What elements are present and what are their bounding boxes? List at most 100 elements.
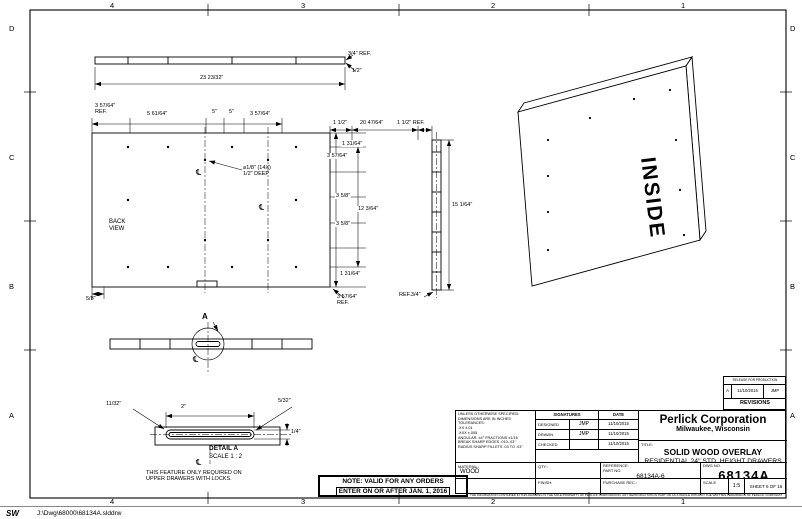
revision-rev: A [724, 385, 732, 399]
dim-side-thickness-ref: REF.3/4" [399, 292, 421, 298]
status-bar: SW J:\Dwg\68000\68134A.slddrw [0, 506, 802, 519]
qty-cell: QTY.: [536, 463, 601, 479]
zone-right-b: B [790, 282, 796, 291]
title-cell: TITLE: SOLID WOOD OVERLAY RESIDENTIAL 24… [639, 441, 787, 463]
dim-back-bl: 5/8" [86, 296, 96, 302]
designed-date: 11/10/2015 [599, 420, 639, 430]
dwg-no-value: 68134A [718, 468, 770, 479]
material-label: MATERIAL: [458, 464, 479, 469]
zone-bottom-2: 2 [491, 497, 496, 506]
drawing-title-line2: RESIDENTIAL 24" STD. HEIGHT DRAWERS [644, 458, 782, 463]
zone-top-2: 2 [491, 1, 496, 10]
zone-bottom-4: 4 [110, 497, 115, 506]
purchase-cell: PURCHASE REC.: [601, 479, 701, 495]
centerline-symbol: ℄ [259, 203, 265, 212]
finish-label: FINISH: [538, 480, 553, 485]
dim-back-r-4: 12 3/64" [357, 206, 380, 213]
zone-bottom-3: 3 [301, 497, 306, 506]
company-cell: Perlick Corporation Milwaukee, Wisconsin [639, 411, 787, 441]
dim-back-r-1: 1 31/64" [341, 141, 364, 148]
dim-back-top-1: 5 61/64" [147, 111, 168, 117]
zone-top-1: 1 [681, 1, 686, 10]
reference-cell: REFERENCE: PART NO. 68134A-6 [601, 463, 701, 479]
iso-view-holes [546, 88, 686, 252]
dim-edge-width: 23 23/32" [200, 75, 224, 81]
file-path: J:\Dwg\68000\68134A.slddrw [36, 510, 122, 517]
back-view-holes [126, 145, 298, 269]
scale-label: SCALE [703, 480, 717, 485]
checked-name [570, 440, 599, 450]
drawn-date: 11/10/2015 [599, 430, 639, 440]
scale-value: 1:5 [729, 479, 745, 495]
dim-back-top-2: 5" [212, 109, 218, 115]
dim-back-ur-1: 1 1/2" [333, 120, 348, 126]
dim-back-ref-left: 3 57/64" REF. [95, 103, 116, 116]
designed-name: JMP [570, 420, 599, 430]
material-value: WOOD [460, 469, 480, 475]
company-city: Milwaukee, Wisconsin [676, 426, 750, 433]
drawn-name: JMP [570, 430, 599, 440]
dim-back-r-3: 3 5/8" [335, 193, 352, 200]
zone-left-a: A [9, 411, 15, 420]
detail-title: DETAIL A [209, 445, 239, 452]
revision-by: JMP [764, 385, 786, 399]
reference-label: REFERENCE: [603, 463, 629, 468]
dim-back-top-4: 3 57/64" [250, 111, 271, 117]
back-view [91, 132, 331, 288]
dim-detail-1: 11/32" [106, 401, 122, 407]
scale-label-cell: SCALE [701, 479, 729, 495]
proprietary-note: THE INFORMATION CONTAINED IN THIS DRAWIN… [470, 493, 782, 497]
revision-date: 11/10/2015 [732, 385, 764, 399]
drawn-label: DRAWN [536, 430, 570, 440]
checked-label: CHECKED [536, 440, 570, 450]
date-header: DATE [599, 411, 639, 420]
zone-right-d: D [790, 24, 796, 33]
centerline-symbol: ℄ [196, 168, 202, 177]
order-note-box: NOTE: VALID FOR ANY ORDERS ENTER ON OR A… [318, 475, 468, 498]
detail-source-view [109, 338, 313, 350]
dwg-no-cell: DWG NO. 68134A [701, 463, 787, 479]
drawing-title-line1: SOLID WOOD OVERLAY [663, 447, 763, 457]
dim-side-height: 15 1/64" [452, 202, 473, 208]
company-name: Perlick Corporation [659, 414, 767, 426]
title-label: TITLE: [641, 442, 654, 447]
part-no-value: 68134A-6 [636, 473, 665, 479]
sheet-label: SHEET 6 OF 16 [749, 484, 783, 489]
signatures-header: SIGNATURES [536, 411, 599, 420]
dim-back-r-6: 1 31/64" [339, 271, 362, 278]
checked-date: 11/10/2015 [599, 440, 639, 450]
iso-view [516, 55, 707, 287]
title-block: UNLESS OTHERWISE SPECIFIED: DIMENSIONS A… [455, 410, 787, 495]
dim-back-r-2: 3 57/64" [326, 153, 349, 160]
part-no-label: PART NO. [603, 468, 622, 473]
zone-top-4: 4 [110, 1, 115, 10]
sheet-border [29, 9, 787, 499]
detail-callout-label: A [202, 312, 208, 321]
zone-bottom-1: 1 [681, 497, 686, 506]
order-note-line1: NOTE: VALID FOR ANY ORDERS [342, 478, 444, 485]
zone-left-c: C [9, 153, 15, 162]
revisions-header: REVISIONS [740, 400, 770, 406]
material-cell: MATERIAL: WOOD [456, 463, 536, 479]
purchase-label: PURCHASE REC.: [603, 480, 638, 485]
back-view-label: BACK VIEW [109, 219, 126, 233]
centerline-symbol: ℄ [193, 355, 199, 364]
dim-edge-thickness: 3/4" REF. [348, 51, 372, 57]
centerlines [204, 127, 269, 293]
hole-callout: ⌀1/8" (14X) 1/2" DEEP [243, 165, 271, 178]
revisions-block: RELEASE FOR PRODUCTION A 11/10/2015 JMP … [723, 376, 786, 410]
detail-a-view [154, 426, 281, 446]
order-note-line2: ENTER ON OR AFTER JAN. 1, 2016 [335, 487, 451, 498]
dim-edge-inset: 1/2" [352, 68, 362, 74]
dim-detail-2: 2" [181, 404, 187, 410]
zone-left-b: B [9, 282, 15, 291]
dim-back-ur-2: 20 47/64" [360, 120, 384, 126]
zone-top-3: 3 [301, 1, 306, 10]
detail-scale: SCALE 1 : 2 [209, 454, 243, 460]
dim-detail-3: 5/32" [278, 398, 291, 404]
tolerance-spec: UNLESS OTHERWISE SPECIFIED: DIMENSIONS A… [456, 411, 536, 463]
dim-detail-4: 1/4" [291, 429, 301, 435]
zone-left-d: D [9, 24, 15, 33]
dim-back-top-3: 5" [229, 109, 235, 115]
